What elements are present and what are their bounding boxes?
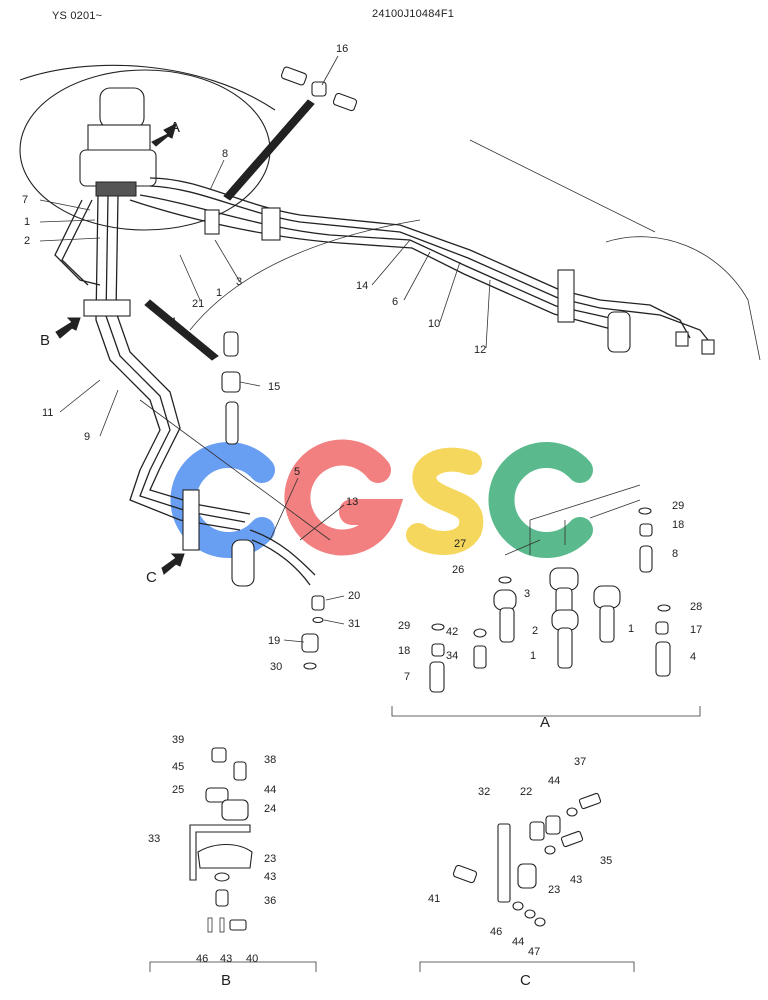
main-callouts: 16 8 7 1 2 21 3 1 4 14 6 10 12 11 9 15 5… [22, 43, 491, 673]
callout: 12 [474, 344, 486, 356]
callout: 1 [628, 623, 634, 635]
callout: 3 [524, 588, 530, 600]
main-assembly: A B C [19, 64, 761, 670]
callout: 6 [392, 296, 398, 308]
callout: 24 [264, 803, 276, 815]
callout: 7 [22, 194, 28, 206]
callout: 22 [520, 786, 532, 798]
callout: 3 [236, 276, 242, 288]
callout: 20 [348, 590, 360, 602]
callout: 30 [270, 661, 282, 673]
callout: 1 [530, 650, 536, 662]
callout: 5 [294, 466, 300, 478]
callout: 2 [532, 625, 538, 637]
callout: 46 [490, 926, 502, 938]
callout: 45 [172, 761, 184, 773]
watermark-letter-s [406, 447, 484, 555]
callout: 13 [346, 496, 358, 508]
callout: 16 [336, 43, 348, 55]
callout: 1 [24, 216, 30, 228]
callout: 21 [192, 298, 204, 310]
callout: 29 [398, 620, 410, 632]
callout: 44 [512, 936, 524, 948]
drawing-number: 24100J10484F1 [372, 8, 455, 20]
watermark-letter-c2 [488, 442, 593, 558]
callout: 40 [246, 953, 258, 965]
callout: 8 [222, 148, 228, 160]
callout: 18 [672, 519, 684, 531]
view-b: B 39 38 45 44 25 24 33 23 43 36 46 43 40 [148, 734, 317, 989]
callout: 19 [268, 635, 280, 647]
arrow-c-label: C [146, 569, 157, 586]
callout: 7 [404, 671, 410, 683]
callout: 2 [24, 235, 30, 247]
callout: 15 [268, 381, 280, 393]
callout: 14 [356, 280, 368, 292]
callout: 43 [220, 953, 232, 965]
callout: 44 [548, 775, 560, 787]
callout: 23 [264, 853, 276, 865]
callout: 23 [548, 884, 560, 896]
callout: 26 [452, 564, 464, 576]
callout: 17 [690, 624, 702, 636]
callout: 25 [172, 784, 184, 796]
callout: 1 [216, 287, 222, 299]
callout: 36 [264, 895, 276, 907]
callout: 32 [478, 786, 490, 798]
watermark [170, 439, 593, 558]
callout: 38 [264, 754, 276, 766]
view-a-label: A [540, 714, 550, 731]
callout: 9 [84, 431, 90, 443]
callout: 33 [148, 833, 160, 845]
callout: 43 [570, 874, 582, 886]
callout: 28 [690, 601, 702, 613]
callout: 43 [264, 871, 276, 883]
serial-range: YS 0201~ [52, 10, 103, 22]
callout: 44 [264, 784, 276, 796]
callout: 4 [170, 316, 176, 328]
callout: 35 [600, 855, 612, 867]
view-c: C 37 32 22 44 35 43 23 41 46 44 47 [419, 756, 635, 989]
callout: 10 [428, 318, 440, 330]
callout: 39 [172, 734, 184, 746]
callout: 41 [428, 893, 440, 905]
callout: 8 [672, 548, 678, 560]
view-a: A 29 18 8 27 26 3 [391, 484, 702, 731]
callout: 29 [672, 500, 684, 512]
callout: 31 [348, 618, 360, 630]
callout: 4 [690, 651, 696, 663]
callout: 42 [446, 626, 458, 638]
callout: 27 [454, 538, 466, 550]
watermark-letter-g [284, 439, 404, 556]
callout: 11 [42, 407, 53, 419]
callout: 37 [574, 756, 586, 768]
callout: 47 [528, 946, 540, 958]
arrow-a-label: A [170, 119, 180, 136]
view-b-label: B [221, 972, 231, 989]
callout: 46 [196, 953, 208, 965]
callout: 18 [398, 645, 410, 657]
view-c-label: C [520, 972, 531, 989]
arrow-b-label: B [40, 332, 50, 349]
callout: 34 [446, 650, 458, 662]
